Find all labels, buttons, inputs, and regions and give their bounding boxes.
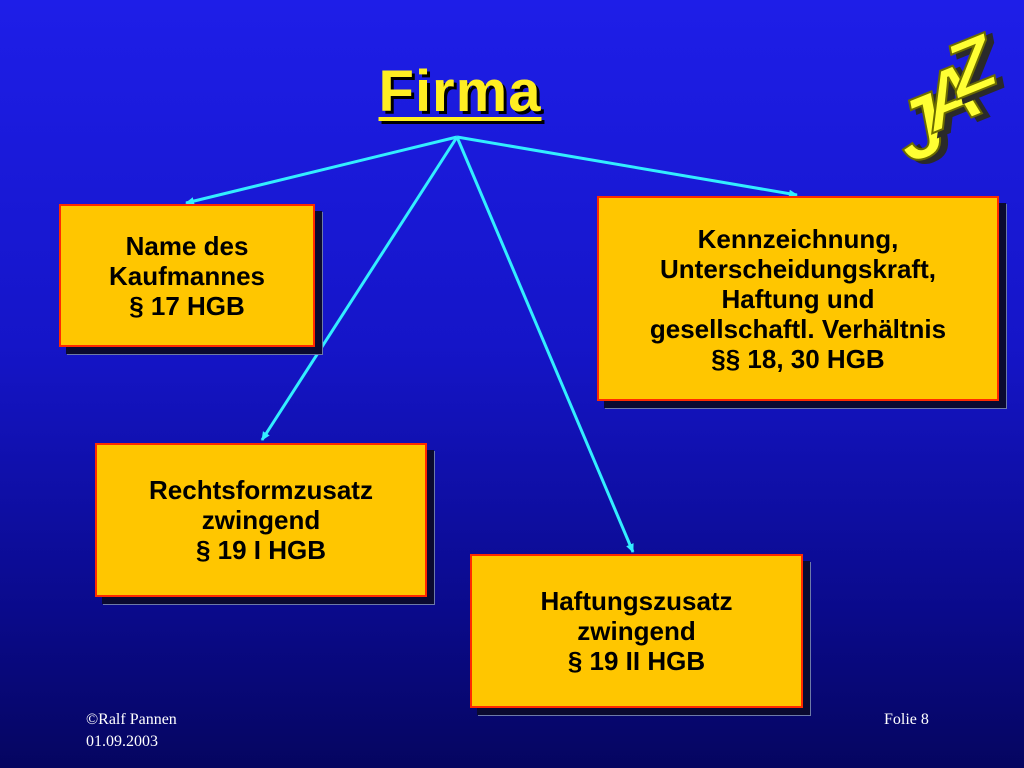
box-line: zwingend <box>577 616 696 646</box>
footer-slide-number: Folie 8 <box>884 711 929 728</box>
box-line: § 19 I HGB <box>195 535 327 565</box>
box-line: Kennzeichnung, <box>697 223 899 254</box>
jaz-logo: J J A A Z Z <box>878 16 1010 180</box>
box-line: Name des <box>125 230 249 261</box>
box-line: Unterscheidungskraft, <box>660 253 936 284</box>
box-line: zwingend <box>201 505 321 535</box>
box-line: Kaufmannes <box>108 260 266 291</box>
footer-author: ©Ralf Pannen <box>86 711 177 728</box>
box-name-des-kaufmannes: Name des Kaufmannes § 17 HGB <box>59 204 315 347</box>
arrow-to-name-box <box>185 135 458 205</box>
box-line: Haftungszusatz <box>540 586 733 616</box>
arrow-to-kennzeichnung-box <box>456 135 798 198</box>
box-haftungszusatz: Haftungszusatz zwingend § 19 II HGB <box>470 554 803 708</box>
box-kennzeichnung: Kennzeichnung, Unterscheidungskraft, Haf… <box>597 196 999 401</box>
box-line: § 19 II HGB <box>567 646 706 676</box>
box-rechtsformzusatz: Rechtsformzusatz zwingend § 19 I HGB <box>95 443 427 597</box>
box-line: Haftung und <box>721 283 875 314</box>
footer-date: 01.09.2003 <box>86 733 158 750</box>
arrow-to-rechtsform-box <box>260 136 459 441</box>
box-line: gesellschaftl. Verhältnis <box>649 313 947 344</box>
box-line: § 17 HGB <box>129 290 245 321</box>
arrow-to-haftung-box <box>455 136 635 553</box>
footer-author-block: ©Ralf Pannen 01.09.2003 <box>86 709 177 753</box>
box-line: §§ 18, 30 HGB <box>711 343 885 374</box>
box-line: Rechtsformzusatz <box>149 475 373 505</box>
slide-title: Firma <box>378 59 542 124</box>
